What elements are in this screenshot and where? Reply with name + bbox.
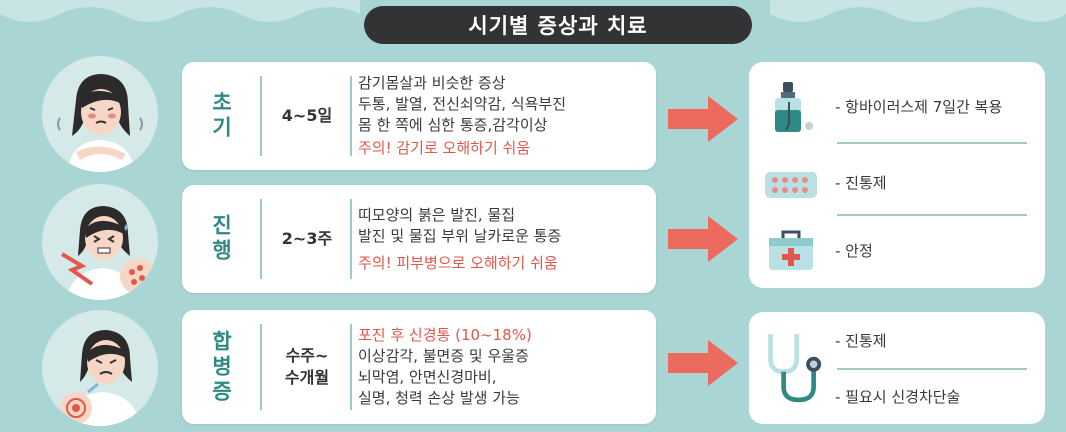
symptom-list: 포진 후 신경통 (10~18%) 이상감각, 불면증 및 우울증 뇌막염, 안… [358, 310, 644, 424]
stage-card-complication: 합병증 수주~ 수개월 포진 후 신경통 (10~18%) 이상감각, 불면증 … [182, 310, 656, 424]
stage-card-progress: 진행 2~3주 띠모양의 붉은 발진, 물집 발진 및 물집 부위 날카로운 통… [182, 185, 656, 293]
stethoscope-icon [768, 334, 822, 403]
avatar-early-stage [42, 56, 158, 172]
arrow-right-icon [668, 340, 738, 386]
pill-pack-icon [765, 172, 817, 198]
divider [350, 324, 352, 410]
first-aid-kit-icon [769, 230, 813, 270]
treatment-item: - 진통제 [749, 312, 1045, 368]
symptom-line: 뇌막염, 안면신경마비, [358, 368, 497, 386]
divider [837, 214, 1027, 216]
medicine-bottle-icon [775, 82, 813, 132]
divider [350, 199, 352, 279]
stage-period: 4~5일 [281, 106, 333, 126]
treatment-item: - 필요시 신경차단술 [749, 368, 1045, 424]
divider [260, 76, 262, 156]
treatment-item: - 안정 [749, 220, 1045, 280]
divider [350, 76, 352, 156]
symptom-line: 띠모양의 붉은 발진, 물집 [358, 205, 516, 224]
symptom-list: 띠모양의 붉은 발진, 물집 발진 및 물집 부위 날카로운 통증 주의! 피부… [358, 185, 644, 293]
avatar-progress-stage [42, 184, 158, 300]
divider [837, 368, 1027, 370]
treatment-label: - 필요시 신경차단술 [835, 387, 961, 406]
highlight-text: 포진 후 신경통 (10~18%) [358, 326, 532, 344]
background-wave [0, 0, 1066, 22]
symptom-line: 실명, 청력 손상 발생 가능 [358, 389, 520, 407]
symptom-line: 감기몸살과 비슷한 증상 [358, 74, 506, 92]
stage-card-early: 초기 4~5일 감기몸살과 비슷한 증상 두통, 발열, 전신쇠약감, 식욕부진… [182, 62, 656, 170]
stage-name: 합병증 [209, 329, 233, 405]
treatment-label: - 안정 [835, 241, 873, 260]
page-title: 시기별 증상과 치료 [364, 6, 752, 44]
warning-text: 주의! 감기로 오해하기 쉬움 [358, 139, 531, 157]
avatar-complication-stage [42, 310, 158, 426]
stage-name: 초기 [209, 91, 233, 141]
symptom-line: 이상감각, 불면증 및 우울증 [358, 347, 529, 365]
stage-period-line: 수주~ [285, 346, 329, 366]
divider [837, 142, 1027, 144]
symptom-list: 감기몸살과 비슷한 증상 두통, 발열, 전신쇠약감, 식욕부진 몸 한 쪽에 … [358, 62, 644, 170]
arrow-right-icon [668, 96, 738, 142]
treatment-card-main: - 항바이러스제 7일간 복용 - 진통제 - 안정 [749, 62, 1045, 288]
symptom-line: 두통, 발열, 전신쇠약감, 식욕부진 [358, 95, 567, 113]
treatment-item: - 항바이러스제 7일간 복용 [749, 76, 1045, 136]
warning-text: 주의! 피부병으로 오해하기 쉬움 [358, 253, 558, 272]
treatment-label: - 항바이러스제 7일간 복용 [835, 97, 1003, 116]
stage-period: 수주~ 수개월 [262, 310, 352, 424]
treatment-label: - 진통제 [835, 331, 887, 350]
divider [260, 199, 262, 279]
treatment-label: - 진통제 [835, 173, 887, 192]
symptom-line: 발진 및 물집 부위 날카로운 통증 [358, 226, 562, 245]
stage-period: 2~3주 [281, 229, 333, 249]
symptom-line: 몸 한 쪽에 심한 통증,감각이상 [358, 116, 548, 134]
stage-name: 진행 [209, 214, 233, 264]
stage-period-line: 수개월 [284, 368, 330, 387]
treatment-item: - 진통제 [749, 152, 1045, 212]
arrow-right-icon [668, 216, 738, 262]
divider [260, 324, 262, 410]
treatment-card-complication: - 진통제 - 필요시 신경차단술 [749, 312, 1045, 424]
